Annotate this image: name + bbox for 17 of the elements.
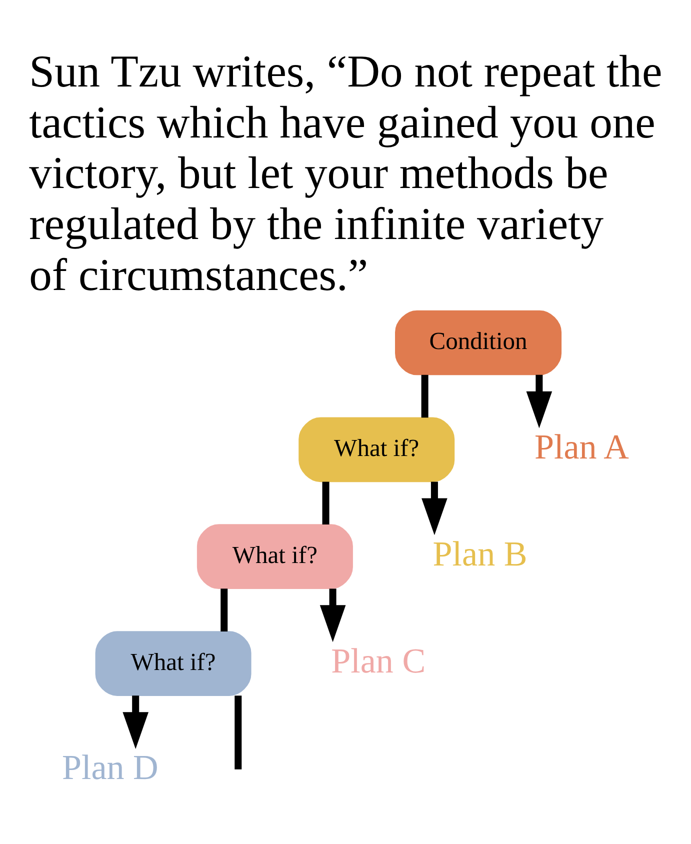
connector	[421, 374, 428, 418]
arrow	[122, 695, 149, 748]
node-box: Condition	[395, 310, 562, 375]
connector	[322, 481, 330, 524]
node-text: Plan A	[534, 426, 629, 466]
arrow	[526, 374, 552, 428]
node-box: What if?	[298, 416, 455, 482]
node-box: What if?	[196, 524, 353, 589]
connector	[220, 588, 228, 631]
node-text: Plan D	[62, 748, 158, 787]
arrow	[422, 481, 448, 535]
connector	[234, 695, 242, 769]
node-text: Plan B	[432, 534, 528, 573]
node-box: What if?	[95, 630, 252, 696]
diagram-title: Sun Tzu writes, “Do not repeat the tactics which have gained you one victory, but let your methods be regulated by the infinite variety of circumstances.”	[29, 44, 662, 300]
arrow	[320, 588, 346, 642]
node-text: Plan C	[331, 640, 426, 680]
